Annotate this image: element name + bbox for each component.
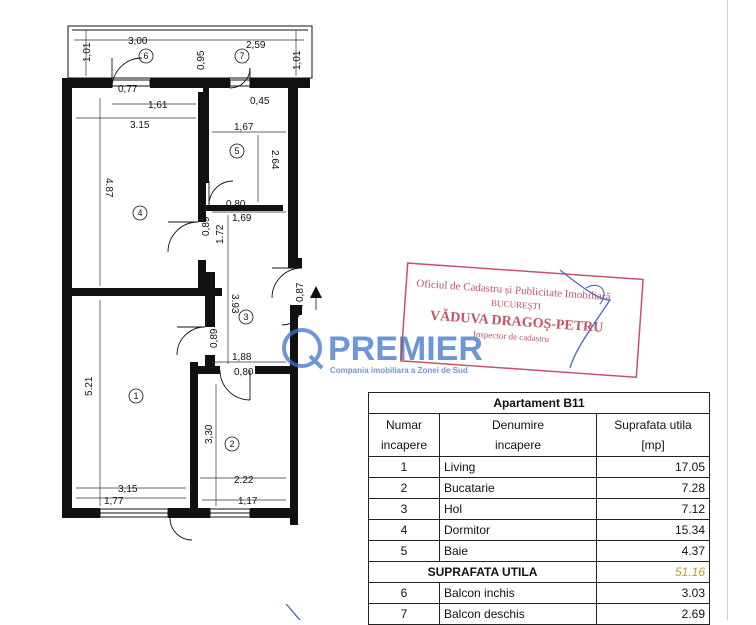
dim-label: 2.22: [234, 475, 254, 486]
table-cell: 7.28: [596, 477, 710, 499]
dim-label: 0,89: [209, 328, 220, 348]
table-cell: Baie: [439, 540, 597, 562]
dim-label: 0,87: [295, 282, 306, 302]
dim-label: 0,45: [250, 96, 270, 107]
premier-logo: PREMIER Compania imobiliara a Zonei de S…: [282, 328, 483, 375]
table-cell: Balcon deschis: [439, 603, 597, 625]
dim-label: 4.87: [103, 178, 114, 198]
dimension-lines: [74, 30, 304, 506]
table-cell: 17.05: [596, 456, 710, 478]
dim-label: 3,15: [118, 484, 138, 495]
watermark-tagline: Compania imobiliara a Zonei de Sud: [330, 366, 468, 375]
dim-label: 2,59: [246, 40, 266, 51]
table-cell: Hol: [439, 498, 597, 520]
room-number-6: 6: [143, 51, 148, 61]
balcony-outline: [67, 25, 313, 79]
table-title: Apartament B11: [368, 392, 710, 414]
windows: [99, 79, 251, 518]
stamp-line: BUCUREȘTI: [491, 298, 542, 311]
dim-label: 1,01: [82, 42, 93, 62]
table-cell: 6: [368, 582, 440, 604]
dimension-labels: 3,00 2,59 1,01 1,01 0,95 0,77 1,61 0,45 …: [82, 36, 306, 507]
table-cell: 4.37: [596, 540, 710, 562]
margin-line: [727, 0, 728, 620]
dim-label: 1,77: [104, 496, 124, 507]
summary-row: SUPRAFATA UTILA 51.16: [368, 561, 710, 583]
dim-label: 1,61: [148, 100, 168, 111]
table-cell: Living: [439, 456, 597, 478]
dim-label: 0,80: [234, 367, 254, 378]
summary-label: SUPRAFATA UTILA: [368, 561, 597, 583]
table-cell: Balcon inchis: [439, 582, 597, 604]
dim-label: 1,67: [234, 122, 254, 133]
room-number-5: 5: [234, 146, 239, 156]
dim-label: 1,17: [238, 496, 258, 507]
dim-label: 1,69: [232, 213, 252, 224]
room-number-4: 4: [137, 208, 142, 218]
dim-label: 0,95: [196, 50, 207, 70]
table-title-row: Apartament B11: [368, 392, 710, 414]
table-cell: 7.12: [596, 498, 710, 520]
table-cell: 3.03: [596, 582, 710, 604]
dim-label: 3,00: [128, 36, 148, 47]
table-cell: 1: [368, 456, 440, 478]
summary-value: 51.16: [596, 561, 710, 583]
header-area: Suprafata utila[mp]: [596, 413, 710, 457]
table-cell: Dormitor: [439, 519, 597, 541]
room-number-1: 1: [133, 391, 138, 401]
table-cell: 2.69: [596, 603, 710, 625]
table-cell: 4: [368, 519, 440, 541]
room-number-2: 2: [229, 439, 234, 449]
dim-label: 0,80: [226, 199, 246, 210]
dim-label: 0,89: [201, 216, 212, 236]
dim-label: 1,01: [292, 50, 303, 70]
north-arrow-icon: [310, 286, 322, 310]
room-number-7: 7: [239, 51, 244, 61]
watermark-brand: PREMIER: [328, 330, 483, 368]
table-cell: 3: [368, 498, 440, 520]
table-cell: 2: [368, 477, 440, 499]
door-swings: [111, 57, 303, 541]
room-number-3: 3: [243, 312, 248, 322]
dim-label: 3,30: [204, 424, 215, 444]
dim-label: 3.15: [130, 120, 150, 131]
signature-mark: [285, 603, 301, 620]
table-cell: 7: [368, 603, 440, 625]
walls: [62, 78, 310, 525]
dim-label: 3.93: [229, 294, 240, 314]
dim-label: 1.72: [215, 224, 226, 244]
table-cell: 5: [368, 540, 440, 562]
dim-label: 0,77: [118, 84, 138, 95]
dim-label: 5.21: [84, 376, 95, 396]
dim-label: 1,88: [232, 352, 252, 363]
dim-label: 2.64: [269, 150, 280, 170]
table-cell: Bucatarie: [439, 477, 597, 499]
table-cell: 15.34: [596, 519, 710, 541]
room-markers: [128, 48, 254, 452]
